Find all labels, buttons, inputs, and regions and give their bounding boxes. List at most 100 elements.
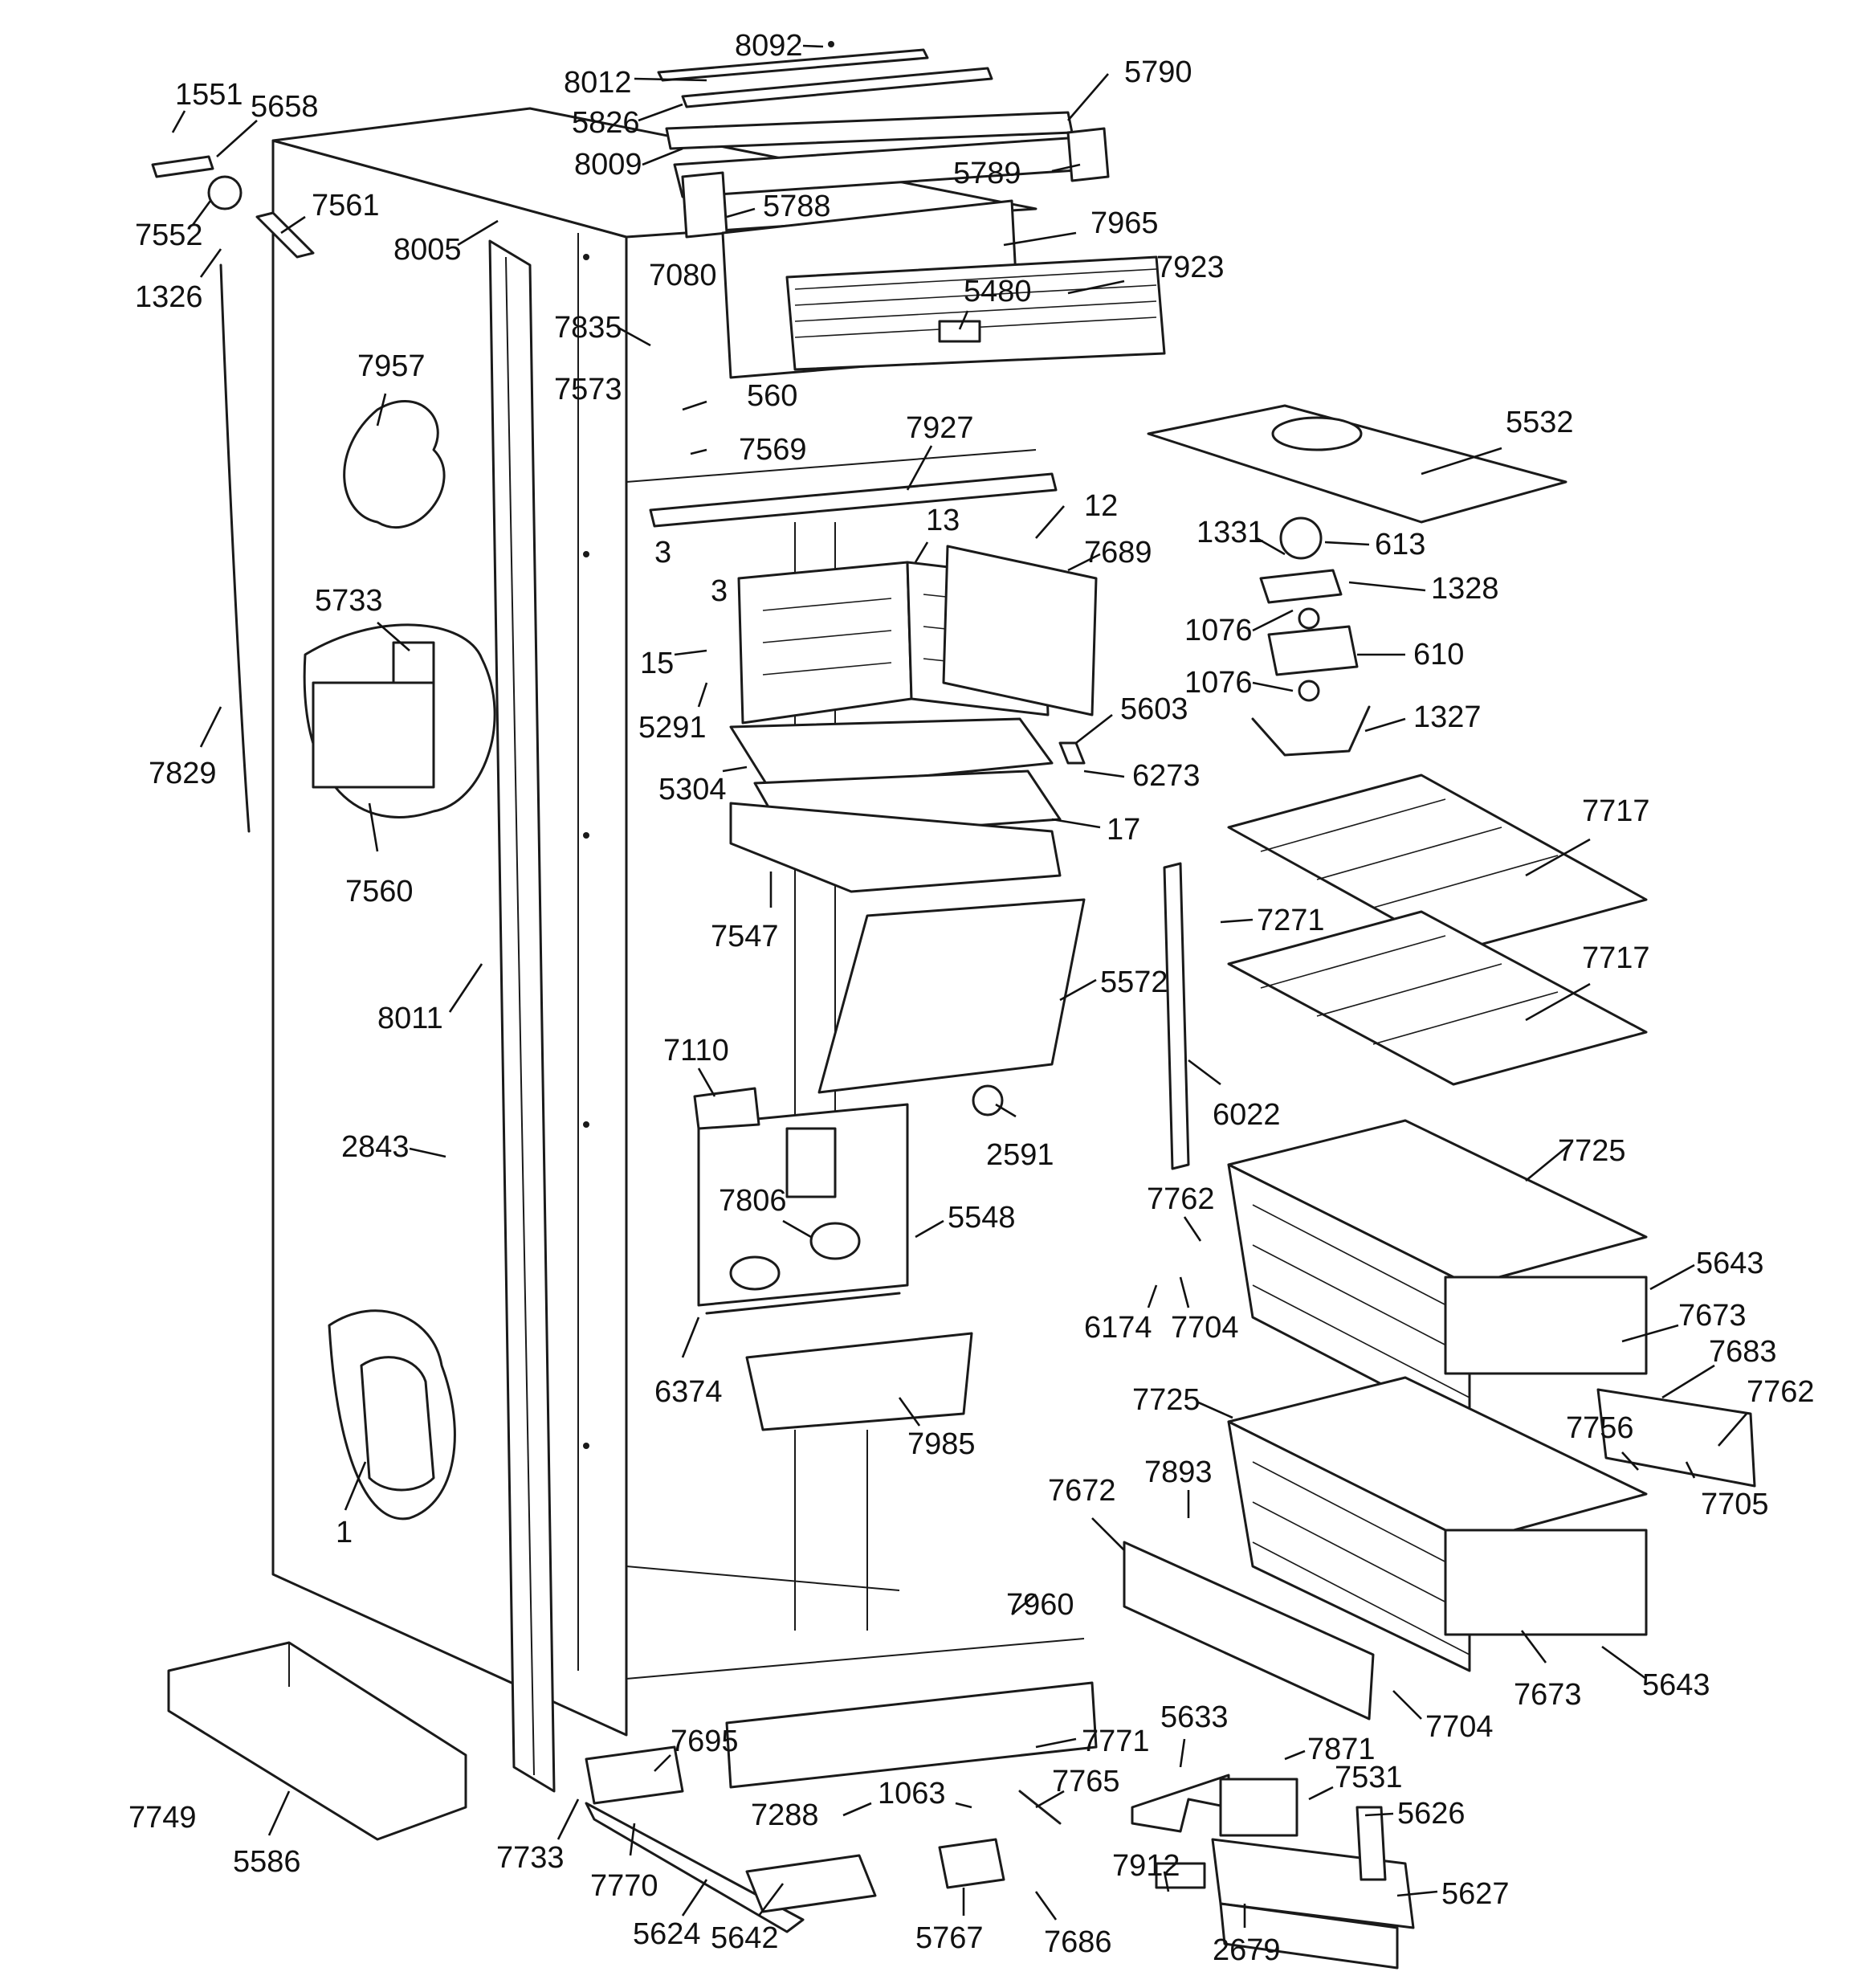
callout-7749: 7749 [128, 1801, 197, 1835]
callout-8012: 8012 [564, 66, 632, 100]
callout-7965: 7965 [1090, 206, 1159, 240]
callout-8009: 8009 [574, 148, 642, 182]
callout-7717-upper: 7717 [1582, 794, 1650, 828]
callout-7985: 7985 [907, 1427, 976, 1461]
callout-7717-lower: 7717 [1582, 941, 1650, 975]
freezer-rear-cover [817, 898, 1086, 1094]
callout-7080: 7080 [649, 259, 717, 292]
callout-1551: 1551 [175, 78, 243, 112]
callout-5586: 5586 [233, 1845, 301, 1879]
ice-maker-parts [151, 155, 496, 1521]
callout-5642: 5642 [711, 1921, 779, 1955]
callout-7673-lower: 7673 [1514, 1678, 1582, 1712]
callout-7829: 7829 [149, 757, 217, 790]
callout-6374: 6374 [654, 1375, 723, 1409]
callout-7770: 7770 [590, 1869, 658, 1903]
callout-5789: 5789 [953, 157, 1021, 190]
electrical-box [167, 1641, 467, 1841]
callout-1063: 1063 [878, 1777, 946, 1810]
fan-motor-assembly [1251, 516, 1371, 757]
callout-7561: 7561 [312, 189, 380, 222]
freezer-shelf-upper [1227, 774, 1648, 953]
callout-7765: 7765 [1052, 1765, 1120, 1798]
callout-7771: 7771 [1082, 1725, 1150, 1758]
callout-1328: 1328 [1431, 572, 1499, 606]
callout-5826: 5826 [572, 106, 640, 140]
callout-6022: 6022 [1213, 1098, 1281, 1132]
callout-5532: 5532 [1506, 406, 1574, 439]
callout-15: 15 [640, 647, 674, 680]
callout-5627: 5627 [1441, 1877, 1510, 1911]
callout-17: 17 [1107, 813, 1140, 847]
callout-5548: 5548 [948, 1201, 1016, 1235]
callout-7893: 7893 [1144, 1455, 1213, 1489]
control-housing [693, 1087, 909, 1307]
callout-3-upper: 3 [654, 536, 671, 569]
callout-7288: 7288 [751, 1798, 819, 1832]
callout-1331: 1331 [1196, 516, 1265, 549]
callout-7686: 7686 [1044, 1925, 1112, 1959]
callout-7560: 7560 [345, 875, 414, 908]
callout-6273: 6273 [1132, 759, 1201, 793]
callout-7725-lower: 7725 [1132, 1383, 1201, 1417]
callout-7704-lower: 7704 [1425, 1710, 1494, 1744]
callout-3-lower: 3 [711, 574, 728, 608]
callout-1327: 1327 [1413, 700, 1482, 734]
callout-1076-lower: 1076 [1184, 666, 1253, 700]
callout-7957: 7957 [357, 349, 426, 383]
callout-5572: 5572 [1100, 965, 1168, 999]
callout-2843: 2843 [341, 1130, 410, 1164]
callout-12: 12 [1084, 489, 1118, 523]
callout-560: 560 [747, 379, 797, 413]
callout-5733: 5733 [315, 584, 383, 618]
callout-5633: 5633 [1160, 1700, 1229, 1734]
callout-7762-lower: 7762 [1747, 1375, 1815, 1409]
callout-7552: 7552 [135, 218, 203, 252]
callout-610: 610 [1413, 638, 1464, 672]
callout-7923: 7923 [1156, 251, 1225, 284]
callout-7110: 7110 [663, 1034, 729, 1067]
callout-7912: 7912 [1112, 1849, 1180, 1883]
callout-1076-upper: 1076 [1184, 614, 1253, 647]
callout-8092: 8092 [735, 29, 803, 63]
callout-8005: 8005 [393, 233, 462, 267]
callout-5658: 5658 [251, 90, 319, 124]
callout-7871: 7871 [1307, 1733, 1376, 1766]
freezer-basket-lower [1227, 1376, 1648, 1672]
callout-2679: 2679 [1213, 1933, 1281, 1967]
callout-5603: 5603 [1120, 692, 1188, 726]
callout-1: 1 [336, 1516, 353, 1549]
basket-rail-7672 [1123, 1541, 1375, 1721]
knob-2591 [972, 1084, 1004, 1116]
evaporator-cover-panel [721, 199, 1166, 379]
fan-cover-5532 [1147, 404, 1567, 524]
callout-7569: 7569 [739, 433, 807, 467]
callout-7705: 7705 [1701, 1488, 1769, 1521]
callout-7762-upper: 7762 [1147, 1182, 1215, 1216]
callout-5626: 5626 [1397, 1797, 1466, 1831]
seal-6374 [705, 1292, 901, 1315]
callout-7547: 7547 [711, 920, 779, 953]
evaporator-insulation [942, 545, 1098, 716]
shelf-ladder [1163, 862, 1190, 1170]
callout-7756: 7756 [1566, 1411, 1634, 1445]
callout-5291: 5291 [638, 711, 707, 745]
drain-pans [729, 717, 1086, 893]
callout-5624: 5624 [633, 1917, 701, 1951]
callout-2591: 2591 [986, 1138, 1054, 1172]
callout-7733: 7733 [496, 1841, 565, 1875]
callout-13: 13 [926, 504, 960, 537]
callout-7835: 7835 [554, 311, 622, 345]
callout-7927: 7927 [906, 411, 974, 445]
evaporator-rail [649, 472, 1058, 528]
callout-7704-upper: 7704 [1171, 1311, 1239, 1345]
callout-7683: 7683 [1709, 1335, 1777, 1369]
deflector-7985 [745, 1332, 973, 1431]
callout-5790: 5790 [1124, 55, 1192, 89]
callout-5643-lower: 5643 [1642, 1668, 1710, 1702]
front-trim-strip [488, 239, 556, 1793]
callout-7725-upper: 7725 [1558, 1134, 1626, 1168]
basket-rail-7683 [1596, 1388, 1756, 1488]
bottom-mechanism [585, 1681, 1415, 1970]
callout-7806: 7806 [719, 1184, 787, 1218]
